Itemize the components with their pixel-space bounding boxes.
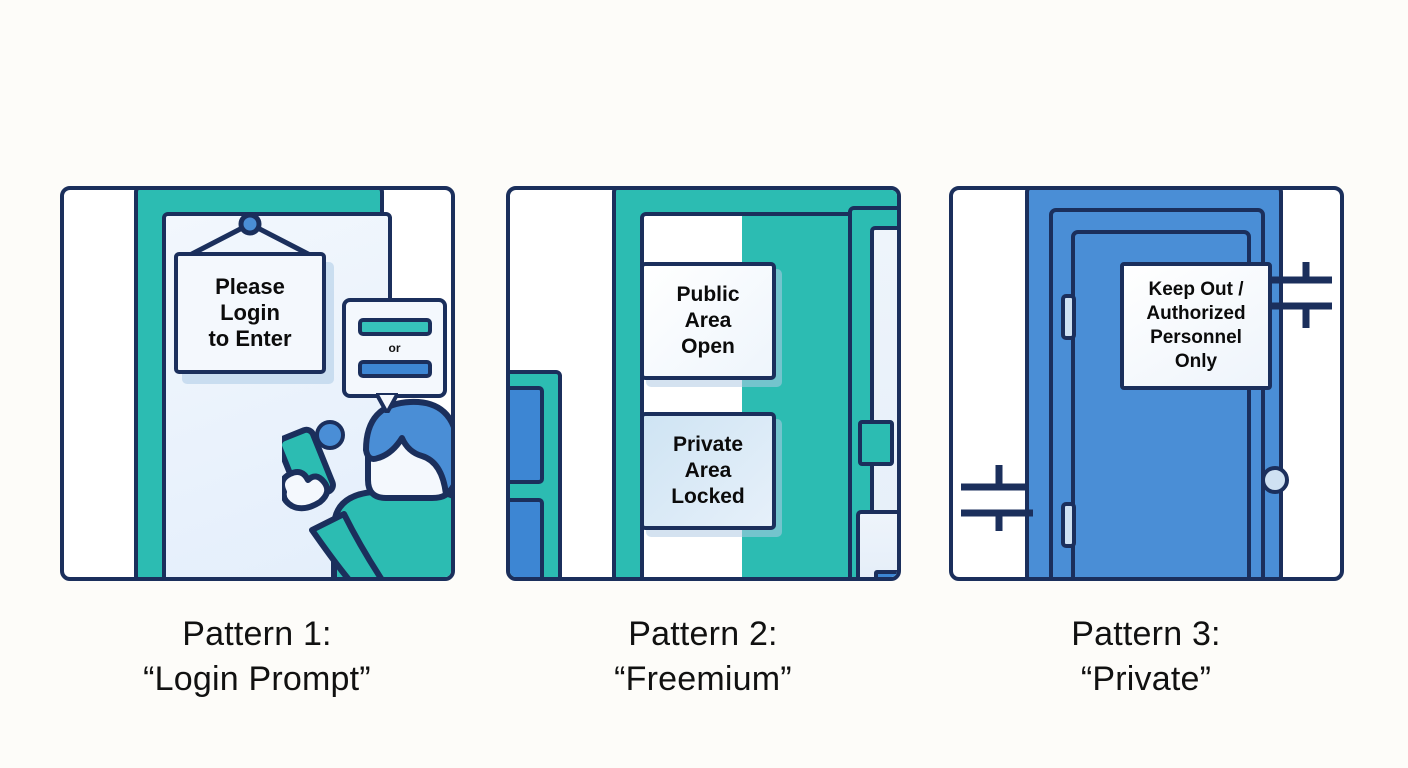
- right-door-handle: [858, 420, 894, 466]
- caption-3-line-1: Pattern 3:: [1071, 615, 1221, 653]
- panel-private: Keep Out / Authorized Personnel Only: [949, 186, 1344, 581]
- left-door-panel-bottom: [510, 498, 544, 577]
- login-button-teal[interactable]: [357, 318, 432, 336]
- heavy-door-outline: Keep Out / Authorized Personnel Only: [1049, 208, 1289, 577]
- caption-panel-1: Pattern 1: “Login Prompt”: [57, 612, 457, 702]
- hinge-bottom-icon: [1061, 502, 1076, 548]
- brick-marks-top-right-icon: [1260, 262, 1332, 328]
- heavy-door-slab: Keep Out / Authorized Personnel Only: [1061, 230, 1289, 577]
- bubble-divider-label: or: [388, 341, 401, 355]
- private-area-sign: Private Area Locked: [640, 412, 776, 530]
- sign-hanging-cords: [186, 212, 314, 256]
- caption-panel-3: Pattern 3: “Private”: [946, 612, 1346, 702]
- public-area-sign: Public Area Open: [640, 262, 776, 380]
- person-with-phone: [282, 398, 451, 577]
- caption-2-line-1: Pattern 2:: [628, 615, 778, 653]
- panel-freemium: Public Area Open Private Area Locked: [506, 186, 901, 581]
- keep-out-sign: Keep Out / Authorized Personnel Only: [1120, 262, 1272, 390]
- panel-login-prompt: Please Login to Enter or: [60, 186, 455, 581]
- right-door-slab: [870, 226, 897, 546]
- caption-3-line-2: “Private”: [1080, 660, 1212, 698]
- left-door-panel-top: [510, 386, 544, 484]
- door-knob-icon: [1261, 466, 1289, 494]
- private-area-sign-text: Private Area Locked: [671, 433, 745, 508]
- public-area-sign-text: Public Area Open: [676, 283, 740, 358]
- please-login-sign-text: Please Login to Enter: [208, 274, 292, 351]
- caption-1-line-2: “Login Prompt”: [143, 660, 371, 698]
- please-login-sign: Please Login to Enter: [174, 252, 326, 374]
- keep-out-sign-text: Keep Out / Authorized Personnel Only: [1146, 279, 1246, 372]
- brick-marks-bottom-left-icon: [961, 465, 1033, 531]
- caption-1-line-1: Pattern 1:: [182, 615, 332, 653]
- right-door-lower-slab: [856, 510, 897, 577]
- speech-bubble-tail: [376, 393, 398, 413]
- left-partial-door: [510, 370, 562, 577]
- right-partial-door: [848, 206, 897, 577]
- heavy-door-frame: Keep Out / Authorized Personnel Only: [1025, 190, 1289, 577]
- caption-2-line-2: “Freemium”: [614, 660, 792, 698]
- hinge-top-icon: [1061, 294, 1076, 340]
- right-door-foot: [874, 570, 897, 577]
- caption-panel-2: Pattern 2: “Freemium”: [503, 612, 903, 702]
- speech-bubble: or: [342, 298, 447, 398]
- login-button-blue[interactable]: [357, 360, 432, 378]
